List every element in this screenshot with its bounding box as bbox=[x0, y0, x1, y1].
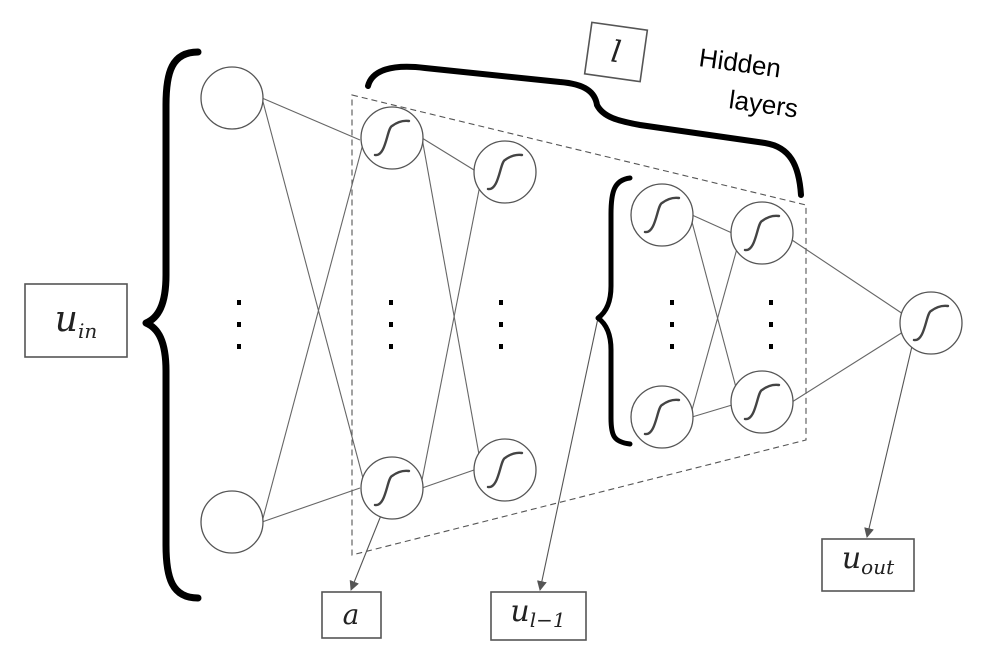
hidden-neuron bbox=[360, 106, 424, 170]
vertical-ellipsis-icon bbox=[389, 300, 393, 349]
edge bbox=[421, 469, 475, 489]
prev-layer-label-sub: l−1 bbox=[530, 608, 566, 632]
sigmoid-activation-icon bbox=[373, 469, 411, 507]
hidden-neuron bbox=[473, 438, 537, 502]
vertical-ellipsis-icon bbox=[237, 300, 241, 349]
edge bbox=[691, 244, 739, 411]
vertical-ellipsis-icon bbox=[670, 300, 674, 349]
prev-layer-label-box: ul−1 bbox=[490, 591, 587, 641]
edge bbox=[421, 137, 475, 171]
edge bbox=[791, 239, 904, 315]
svg-text:uin: uin bbox=[55, 299, 97, 343]
edge bbox=[421, 137, 481, 461]
input-label-box: uin bbox=[24, 283, 128, 358]
edge bbox=[261, 487, 361, 523]
hidden-neuron bbox=[630, 183, 694, 247]
pointer-uout bbox=[864, 341, 914, 538]
hidden-neuron bbox=[630, 385, 694, 449]
layer-count-label-box: l bbox=[583, 21, 649, 83]
vertical-ellipsis-icon bbox=[769, 300, 773, 349]
hidden-neuron bbox=[730, 201, 794, 265]
sigmoid-activation-icon bbox=[643, 398, 681, 436]
hidden-layers-line2: layers bbox=[727, 84, 800, 123]
hidden-neuron bbox=[730, 370, 794, 434]
sigmoid-activation-icon bbox=[643, 196, 681, 234]
sigmoid-activation-icon bbox=[486, 153, 524, 191]
input-label-main: u bbox=[55, 299, 78, 340]
sigmoid-activation-icon bbox=[373, 119, 411, 157]
hidden-layers-region bbox=[351, 94, 807, 556]
input-node bbox=[200, 490, 264, 554]
hidden-neuron bbox=[473, 140, 537, 204]
output-label-sub: out bbox=[861, 555, 895, 579]
svg-text:uout: uout bbox=[842, 541, 895, 579]
layer-brace bbox=[595, 175, 633, 447]
input-brace bbox=[142, 48, 202, 602]
edge bbox=[261, 97, 365, 483]
edge bbox=[691, 404, 733, 418]
activation-label: a bbox=[343, 598, 360, 631]
edge bbox=[421, 184, 481, 481]
svg-text:ul−1: ul−1 bbox=[510, 594, 565, 632]
edge bbox=[261, 97, 361, 141]
hidden-layers-line1: Hidden bbox=[697, 42, 783, 83]
edge bbox=[261, 139, 365, 523]
prev-layer-label-main: u bbox=[510, 594, 529, 629]
sigmoid-activation-icon bbox=[743, 214, 781, 252]
pointer-ul-1 bbox=[537, 317, 599, 591]
sigmoid-activation-icon bbox=[912, 304, 950, 342]
connections bbox=[261, 97, 904, 523]
edge bbox=[691, 214, 733, 234]
hidden-layers-brace bbox=[365, 63, 804, 198]
output-neuron bbox=[899, 291, 963, 355]
input-node bbox=[200, 66, 264, 130]
input-label-sub: in bbox=[78, 319, 97, 343]
edge bbox=[791, 331, 904, 403]
activation-label-box: a bbox=[321, 591, 382, 639]
sigmoid-activation-icon bbox=[486, 451, 524, 489]
hidden-neuron bbox=[360, 456, 424, 520]
output-label-main: u bbox=[842, 541, 861, 576]
sigmoid-activation-icon bbox=[743, 383, 781, 421]
edge bbox=[691, 221, 739, 396]
hidden-layers-caption: Hidden layers bbox=[697, 42, 800, 123]
output-label-box: uout bbox=[821, 538, 915, 592]
vertical-ellipsis-icon bbox=[499, 300, 503, 349]
